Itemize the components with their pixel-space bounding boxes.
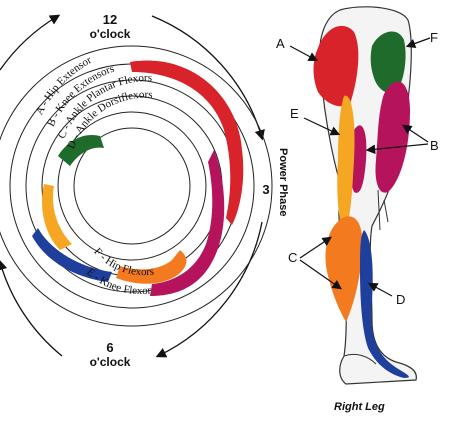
clock-labels: 12 o'clock 6 o'clock 3 — [90, 12, 270, 369]
leg-letter-b: B — [430, 138, 439, 153]
power-phase-label: Power Phase — [277, 148, 289, 216]
clock-6-number: 6 — [106, 340, 113, 355]
clock-12-word: o'clock — [90, 27, 131, 41]
leg-letter-a: A — [276, 36, 285, 51]
leg-letter-d: D — [396, 292, 405, 307]
band-knee-flexor — [41, 184, 72, 250]
pointer-c1 — [299, 236, 332, 259]
pointer-b2 — [365, 143, 429, 155]
activity-bands — [32, 60, 244, 296]
pedal-cycle: A - Hip Extensor B - Knee Extensors C - … — [0, 12, 289, 369]
pointer-f — [405, 37, 431, 49]
muscle-knee-extensors — [375, 81, 410, 193]
leg-letter-c: C — [288, 250, 297, 265]
leg-letters: A F E B C D — [276, 30, 439, 307]
pointer-a — [289, 45, 319, 62]
leg-illustration: A F E B C D Right Leg — [276, 6, 439, 413]
arrow-top-left — [0, 14, 61, 71]
band-hip-flexors — [58, 134, 104, 166]
clock-3-number: 3 — [262, 182, 269, 197]
leg-caption: Right Leg — [334, 401, 385, 413]
arrow-bottom-left — [0, 259, 63, 357]
band-ankle-plantar — [116, 250, 187, 284]
clock-12-number: 12 — [103, 12, 117, 27]
pointer-d — [367, 282, 393, 297]
muscle-ankle-dorsi — [360, 230, 409, 378]
clock-6-word: o'clock — [90, 355, 131, 369]
leg-letter-e: E — [290, 106, 299, 121]
muscle-knee-flexor — [337, 95, 355, 232]
label-ankle-dorsi: D - Ankle Dorsiflexors — [65, 89, 153, 151]
guide-rings — [0, 45, 273, 327]
pointer-e — [303, 117, 341, 136]
leg-letter-f: F — [430, 30, 438, 45]
bottom-labels: F - Hip Flexors E - Knee Flexor — [84, 246, 154, 297]
muscle-hip-flexors — [370, 31, 406, 94]
band-knee-extensors — [150, 150, 225, 296]
leg-pointers — [289, 37, 431, 297]
band-hip-extensor — [130, 60, 244, 225]
bone-lines — [343, 189, 389, 365]
arrow-bottom-right — [155, 221, 263, 358]
band-ankle-dorsi — [32, 228, 112, 282]
pointer-c2 — [299, 259, 342, 290]
muscle-hip-extensor — [313, 25, 359, 107]
pointer-b1 — [402, 124, 429, 143]
muscle-ankle-plantar — [325, 216, 363, 322]
